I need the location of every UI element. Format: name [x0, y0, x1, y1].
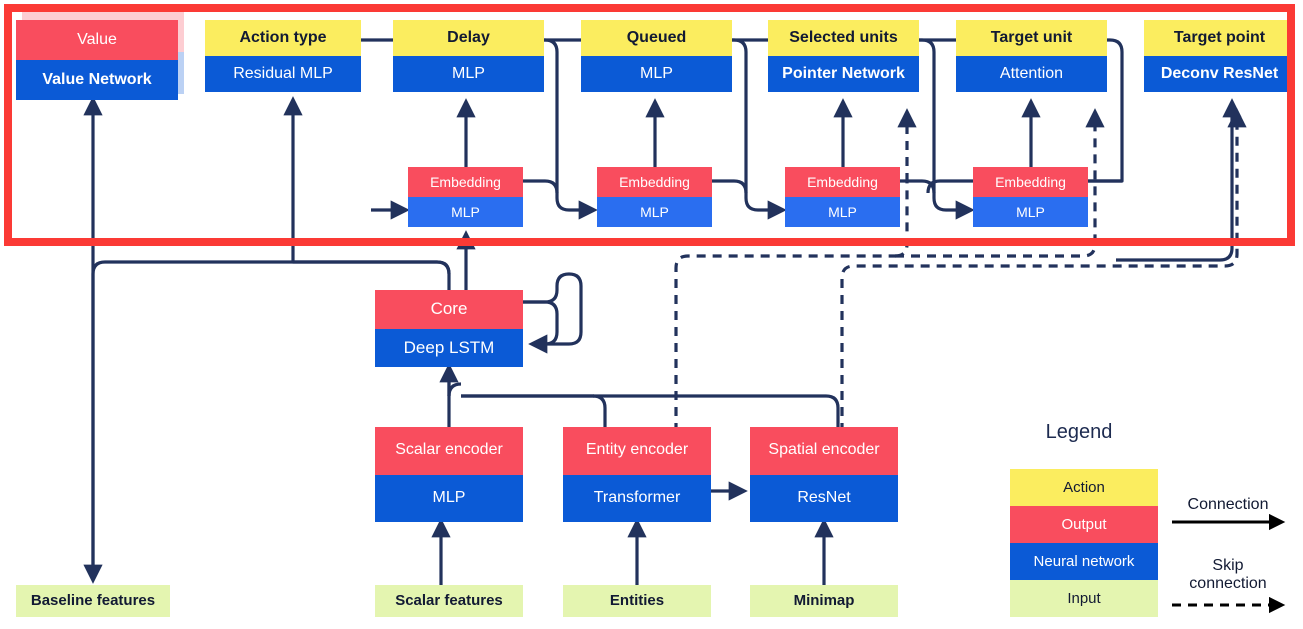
head-action-label: Value [16, 20, 178, 60]
head-box-value[interactable]: Value Value Network [16, 20, 178, 100]
encoder-box-scalar[interactable]: Scalar encoder MLP [375, 427, 523, 522]
embedding-box-action-type[interactable]: Embedding MLP [408, 167, 523, 227]
input-box-scalar-features[interactable]: Scalar features [375, 585, 523, 617]
embedding-box-selected-units[interactable]: Embedding MLP [973, 167, 1088, 227]
head-box-target-point[interactable]: Target point Deconv ResNet [1144, 20, 1295, 92]
head-box-selected-units[interactable]: Selected units Pointer Network [768, 20, 919, 92]
head-network-label: Attention [956, 56, 1107, 92]
head-box-target-unit[interactable]: Target unit Attention [956, 20, 1107, 92]
embedding-output-label: Embedding [973, 167, 1088, 197]
encoder-network-label: MLP [375, 474, 523, 522]
input-label: Baseline features [16, 585, 170, 617]
input-box-baseline-features[interactable]: Baseline features [16, 585, 170, 617]
head-network-label: MLP [393, 56, 544, 92]
legend-swatch-stack: Action Output Neural network Input [1010, 469, 1158, 617]
embedding-network-label: MLP [597, 197, 712, 227]
head-action-label: Queued [581, 20, 732, 56]
encoder-output-label: Spatial encoder [750, 427, 898, 475]
legend-skip-connection-label: Skip connection [1189, 557, 1267, 592]
core-box[interactable]: Core Deep LSTM [375, 290, 523, 367]
head-action-label: Target unit [956, 20, 1107, 56]
head-action-label: Action type [205, 20, 361, 56]
head-network-label: Deconv ResNet [1144, 56, 1295, 92]
legend-swatch-input: Input [1010, 580, 1158, 617]
encoder-box-entity[interactable]: Entity encoder Transformer [563, 427, 711, 522]
embedding-output-label: Embedding [785, 167, 900, 197]
encoder-network-label: Transformer [563, 474, 711, 522]
head-network-label: MLP [581, 56, 732, 92]
input-box-entities[interactable]: Entities [563, 585, 711, 617]
encoder-output-label: Entity encoder [563, 427, 711, 475]
input-box-minimap[interactable]: Minimap [750, 585, 898, 617]
input-label: Minimap [750, 585, 898, 617]
head-box-queued[interactable]: Queued MLP [581, 20, 732, 92]
embedding-network-label: MLP [973, 197, 1088, 227]
embedding-output-label: Embedding [597, 167, 712, 197]
legend-swatch-action: Action [1010, 469, 1158, 506]
head-action-label: Selected units [768, 20, 919, 56]
embedding-output-label: Embedding [408, 167, 523, 197]
encoder-box-spatial[interactable]: Spatial encoder ResNet [750, 427, 898, 522]
core-output-label: Core [375, 290, 523, 329]
legend-swatch-neural-network: Neural network [1010, 543, 1158, 580]
input-label: Scalar features [375, 585, 523, 617]
legend-connection-label: Connection [1187, 496, 1269, 513]
core-network-label: Deep LSTM [375, 328, 523, 367]
encoder-output-label: Scalar encoder [375, 427, 523, 475]
head-network-label: Value Network [16, 60, 178, 100]
head-box-delay[interactable]: Delay MLP [393, 20, 544, 92]
embedding-box-queued[interactable]: Embedding MLP [785, 167, 900, 227]
embedding-box-delay[interactable]: Embedding MLP [597, 167, 712, 227]
embedding-network-label: MLP [785, 197, 900, 227]
head-action-label: Target point [1144, 20, 1295, 56]
legend-swatch-output: Output [1010, 506, 1158, 543]
head-network-label: Residual MLP [205, 56, 361, 92]
head-box-action-type[interactable]: Action type Residual MLP [205, 20, 361, 92]
legend-title: Legend [1045, 421, 1113, 443]
head-action-label: Delay [393, 20, 544, 56]
encoder-network-label: ResNet [750, 474, 898, 522]
head-network-label: Pointer Network [768, 56, 919, 92]
input-label: Entities [563, 585, 711, 617]
embedding-network-label: MLP [408, 197, 523, 227]
